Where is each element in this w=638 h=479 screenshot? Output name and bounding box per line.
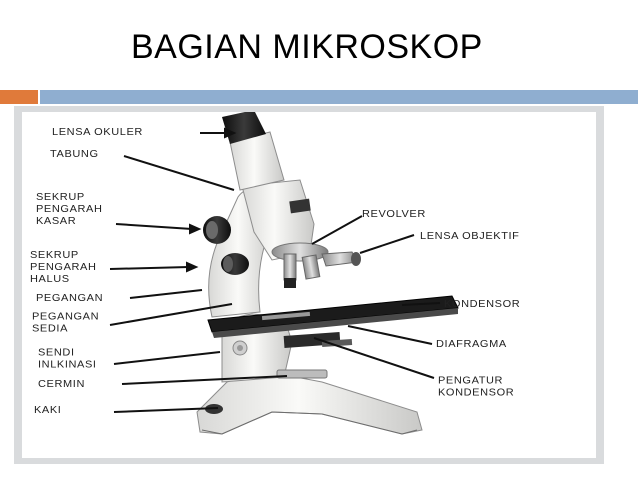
label-kondensor: KONDENSOR — [444, 298, 521, 310]
eyepiece — [222, 112, 266, 144]
label-lensa-objektif: LENSA OBJEKTIF — [420, 230, 520, 242]
stage-clip — [261, 311, 311, 321]
label-sekrup-pengarah-kasar: SEKRUP PENGARAH KASAR — [36, 191, 103, 227]
label-tabung: TABUNG — [50, 148, 99, 160]
label-diafragma: DIAFRAGMA — [436, 338, 507, 350]
objective-2 — [301, 254, 321, 280]
diaphragm — [321, 338, 353, 348]
label-revolver: REVOLVER — [362, 208, 426, 220]
label-pegangan: PEGANGAN — [36, 292, 104, 304]
label-pengatur-kondensor: PENGATUR KONDENSOR — [438, 375, 515, 399]
eyepiece-tube — [229, 131, 285, 191]
microscope-diagram: LENSA OKULER TABUNG SEKRUP PENGARAH KASA… — [22, 112, 596, 458]
label-lensa-okuler: LENSA OKULER — [52, 126, 143, 138]
title-underline-bar — [40, 90, 638, 104]
label-cermin: CERMIN — [38, 378, 85, 390]
microscope-illustration — [196, 112, 459, 435]
label-sekrup-pengarah-halus: SEKRUP PENGARAH HALUS — [30, 249, 97, 285]
title-accent-bar — [0, 90, 38, 104]
label-pegangan-sedia: PEGANGAN SEDIA — [32, 311, 100, 335]
label-kaki: KAKI — [34, 404, 62, 416]
slide-title: BAGIAN MIKROSKOP — [131, 28, 483, 66]
label-sendi-inklinasi: SENDI INLKINASI — [38, 347, 97, 371]
pointer-lines — [109, 127, 441, 413]
mirror — [276, 369, 328, 379]
